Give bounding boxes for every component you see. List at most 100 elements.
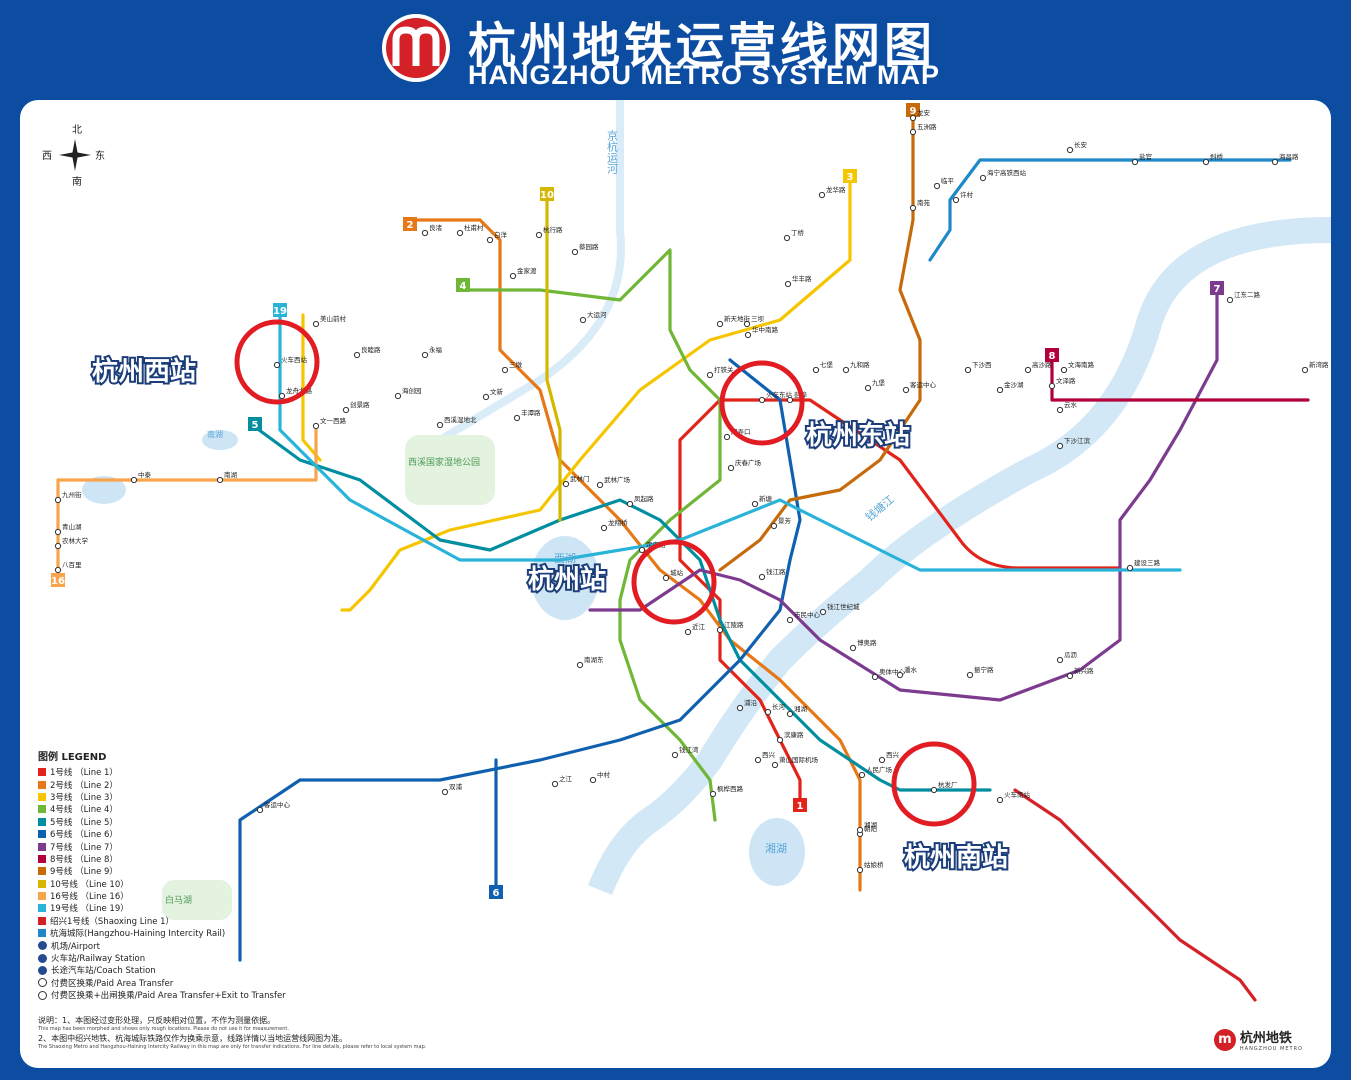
station[interactable]: 市民中心 (786, 610, 821, 624)
station[interactable]: 瓜沥 (1056, 650, 1078, 664)
station[interactable]: 金沙湖 (996, 380, 1024, 394)
station[interactable]: 城站 (662, 568, 684, 582)
station[interactable]: 武林广场 (596, 475, 631, 489)
station[interactable]: 西溪湿地北 (436, 415, 477, 429)
highlight-label-west[interactable]: 杭州西站 (90, 354, 198, 389)
station[interactable]: 创景路 (342, 400, 370, 414)
station[interactable]: 火车南站 (996, 790, 1031, 804)
station[interactable]: 大运河 (579, 310, 607, 324)
station[interactable]: 奥体中心 (871, 667, 906, 681)
station[interactable]: 丁桥 (783, 228, 805, 242)
line-badge-6[interactable]: 6 (489, 885, 503, 899)
station[interactable]: 建设三路 (1126, 558, 1161, 572)
station[interactable]: 枫桦西路 (709, 784, 744, 798)
station[interactable]: 新湾路 (1301, 360, 1329, 374)
station[interactable]: 金家渡 (509, 266, 537, 280)
station[interactable]: 浦沿 (736, 698, 758, 712)
station[interactable]: 丰潭路 (513, 408, 541, 422)
station[interactable]: 华中南路 (744, 325, 779, 339)
station[interactable]: 八百里 (54, 561, 82, 574)
station[interactable]: 龙华路 (818, 185, 846, 199)
station[interactable]: 西兴 (754, 750, 776, 764)
station[interactable]: 三坝 (743, 314, 765, 328)
station[interactable]: 龙翔桥 (600, 518, 628, 532)
station[interactable]: 闸弄口 (723, 428, 751, 441)
station[interactable]: 良渚 (421, 223, 443, 237)
line-badge-5[interactable]: 5 (248, 417, 262, 431)
station[interactable]: 火车东站 (758, 390, 793, 404)
highlight-label-city[interactable]: 杭州站 (526, 562, 608, 597)
line-badge-16[interactable]: 16 (51, 573, 65, 587)
station[interactable]: 潘水 (896, 665, 918, 679)
station[interactable]: 客运中心 (902, 380, 937, 394)
line-badge-1[interactable]: 1 (793, 798, 807, 812)
station[interactable]: 九和路 (842, 360, 870, 374)
station[interactable]: 滨康路 (776, 730, 804, 744)
station[interactable]: 五洲路 (909, 122, 937, 136)
station[interactable]: 高沙路 (1024, 360, 1052, 374)
station[interactable]: 姑娘桥 (856, 860, 884, 874)
station[interactable]: 西兴 (878, 750, 900, 764)
station[interactable]: 新兴路 (1066, 666, 1094, 680)
station[interactable]: 文海南路 (1060, 360, 1095, 374)
station[interactable]: 海宁高铁西站 (979, 168, 1027, 182)
station[interactable]: 之江 (551, 774, 573, 788)
line-badge-2[interactable]: 2 (403, 217, 417, 231)
station[interactable]: 双浦 (441, 782, 463, 796)
station[interactable]: 南苑 (909, 198, 931, 212)
station[interactable]: 火车西站 (273, 355, 308, 369)
station[interactable]: 永福 (421, 345, 443, 359)
station[interactable]: 美山前村 (312, 314, 347, 328)
station[interactable]: 湘湖 (856, 820, 878, 834)
station[interactable]: 江东二路 (1226, 290, 1261, 304)
station[interactable]: 杭行路 (535, 225, 563, 239)
station[interactable]: 振宁路 (966, 665, 994, 679)
station[interactable]: 钱江湾 (671, 745, 699, 759)
station[interactable]: 云水 (1056, 400, 1078, 414)
station[interactable]: 新塘 (751, 494, 773, 508)
station[interactable]: 长安 (1066, 140, 1088, 154)
line-badge-10[interactable]: 10 (540, 187, 554, 201)
station[interactable]: 七堡 (812, 360, 834, 374)
station[interactable]: 博奥路 (849, 638, 877, 652)
line-badge-7[interactable]: 7 (1210, 281, 1224, 295)
station[interactable]: 湘湖 (786, 704, 808, 718)
station[interactable]: 客运中心 (256, 800, 291, 814)
station[interactable]: 农林大学 (54, 536, 89, 550)
station[interactable]: 九州街 (54, 490, 82, 504)
station[interactable]: 九堡 (864, 378, 886, 392)
station[interactable]: 杜甫村 (456, 223, 484, 237)
station[interactable]: 文新 (482, 387, 504, 401)
line-badge-9[interactable]: 9 (906, 103, 920, 117)
station[interactable]: 萧山国际机场 (771, 755, 819, 769)
station[interactable]: 近江 (684, 622, 706, 636)
station[interactable]: 凤起路 (626, 494, 654, 508)
line-badge-3[interactable]: 3 (843, 169, 857, 183)
station[interactable]: 钱江世纪城 (819, 602, 860, 616)
line-badge-19[interactable]: 19 (273, 303, 287, 317)
highlight-label-east[interactable]: 杭州东站 (804, 418, 912, 453)
station[interactable]: 下沙西 (964, 361, 992, 374)
station[interactable]: 中泰 (130, 470, 152, 484)
station[interactable]: 海昌路 (1271, 152, 1299, 166)
station[interactable]: 南湖东 (576, 655, 604, 669)
station[interactable]: 文泽路 (1048, 376, 1076, 390)
station[interactable]: 打铁关 (706, 365, 734, 379)
station[interactable]: 文一西路 (312, 416, 347, 430)
station[interactable]: 人民广场 (858, 765, 893, 779)
station[interactable]: 白洋 (486, 230, 508, 244)
station[interactable]: 海创园 (394, 386, 422, 400)
station[interactable]: 三墩 (501, 360, 523, 374)
station[interactable]: 龙舟北路 (278, 386, 313, 400)
station[interactable]: 庆春广场 (727, 458, 762, 472)
station[interactable]: 斜桥 (1202, 152, 1224, 166)
station[interactable]: 钱江路 (758, 567, 786, 581)
station[interactable]: 龙安 (909, 108, 931, 122)
station[interactable]: 临平 (933, 176, 955, 190)
line-badge-8[interactable]: 8 (1045, 348, 1059, 362)
station[interactable]: 许村 (952, 190, 974, 204)
highlight-label-south[interactable]: 杭州南站 (902, 840, 1010, 875)
station[interactable]: 下沙江滨 (1056, 436, 1091, 450)
station[interactable]: 中村 (589, 770, 611, 784)
station[interactable]: 青山湖 (54, 522, 82, 536)
